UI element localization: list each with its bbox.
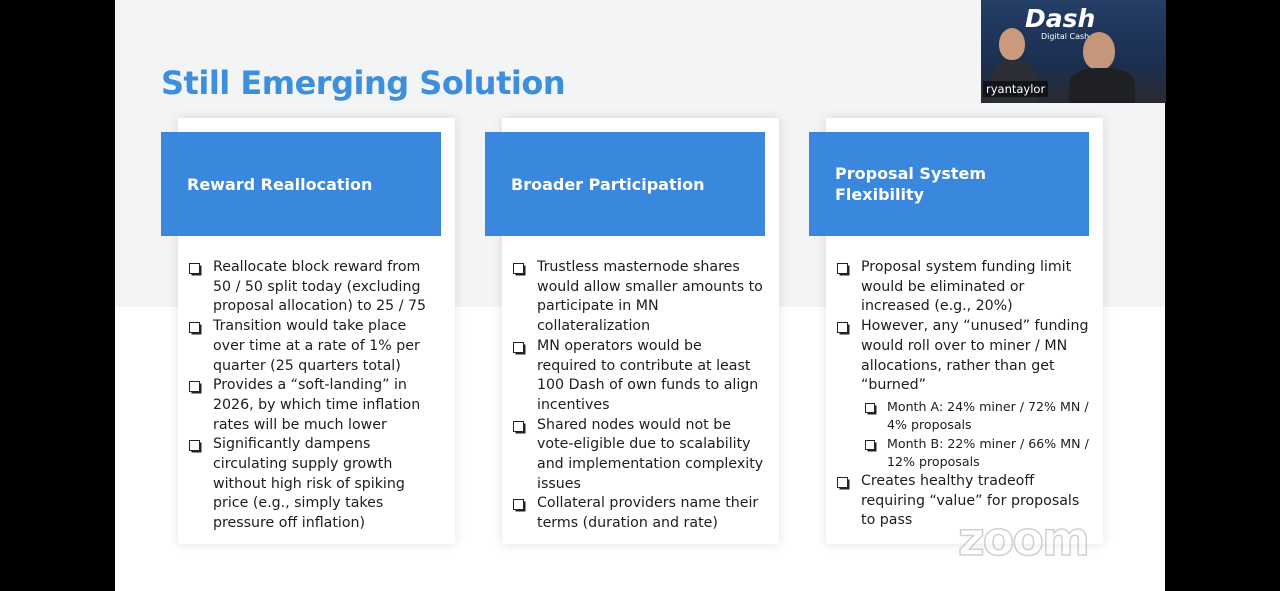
dash-logo: Dash — [1025, 4, 1096, 33]
list-item: Creates healthy tradeoff requiring “valu… — [836, 472, 1089, 531]
bullet-list: Proposal system funding limit would be e… — [836, 258, 1089, 531]
list-item: Proposal system funding limit would be e… — [836, 258, 1089, 317]
list-item: Transition would take place over time at… — [188, 317, 441, 376]
participant-name-label: ryantaylor — [983, 81, 1049, 97]
list-item: Shared nodes would not be vote-eligible … — [512, 416, 765, 495]
bullet-list: Reallocate block reward from 50 / 50 spl… — [188, 258, 441, 534]
sub-list-item: Month B: 22% miner / 66% MN / 12% propos… — [861, 435, 1089, 472]
list-item: Collateral providers name their terms (d… — [512, 494, 765, 533]
participant-video[interactable]: Dash Digital Cash ryantaylor — [981, 0, 1166, 103]
sub-bullet-list: Month A: 24% miner / 72% MN / 4% proposa… — [861, 398, 1089, 472]
sub-list-item: Month A: 24% miner / 72% MN / 4% proposa… — [861, 398, 1089, 435]
list-item: Significantly dampens circulating supply… — [188, 435, 441, 534]
list-item: MN operators would be required to contri… — [512, 337, 765, 416]
list-item: Trustless masternode shares would allow … — [512, 258, 765, 337]
card-header: Proposal System Flexibility — [809, 132, 1089, 236]
dash-logo-subtitle: Digital Cash — [1041, 32, 1090, 41]
card-proposal-system-flexibility: Proposal System Flexibility Proposal sys… — [809, 118, 1103, 544]
zoom-watermark: zoom — [957, 511, 1090, 567]
list-item-text: However, any “unused” funding would roll… — [861, 318, 1089, 394]
card-header: Broader Participation — [485, 132, 765, 236]
card-header: Reward Reallocation — [161, 132, 441, 236]
list-item: Provides a “soft-landing” in 2026, by wh… — [188, 376, 441, 435]
slide-title: Still Emerging Solution — [161, 64, 566, 102]
card-broader-participation: Broader Participation Trustless masterno… — [485, 118, 779, 544]
list-item: Reallocate block reward from 50 / 50 spl… — [188, 258, 441, 317]
card-reward-reallocation: Reward Reallocation Reallocate block rew… — [161, 118, 455, 544]
bullet-list: Trustless masternode shares would allow … — [512, 258, 765, 534]
list-item: However, any “unused” funding would roll… — [836, 317, 1089, 472]
